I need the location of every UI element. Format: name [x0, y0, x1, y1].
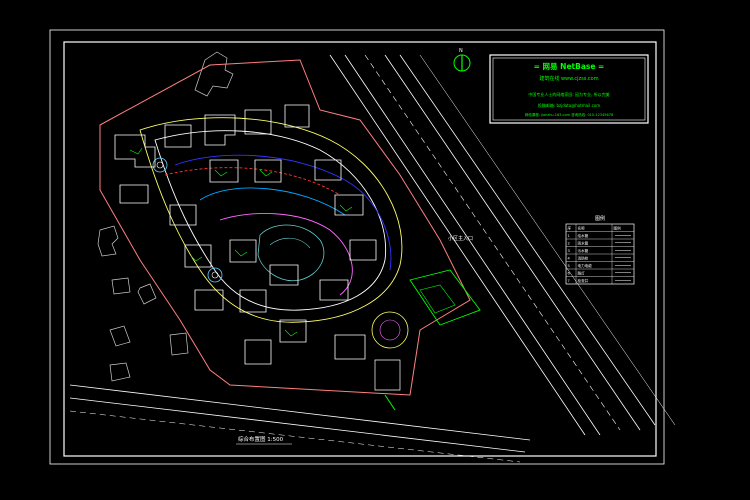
- existing-buildings: [97, 51, 234, 382]
- title-block-line4: 投稿邮箱: bzjdata@hotmail.com: [538, 102, 600, 108]
- legend-cell: 6: [568, 272, 571, 276]
- green-details: [129, 147, 353, 337]
- north-arrow-letter: N: [459, 48, 463, 54]
- legend-cell: 7: [568, 279, 570, 283]
- legend-cell: 4: [568, 257, 571, 261]
- legend-table: 图例 序 名称 图例 1 给水管 2 雨水管 3 污水管 4 消防栓 5 电力电缆 6 路灯 7 检查井: [565, 215, 635, 285]
- legend-cell: 检查井: [578, 278, 589, 283]
- legend-cell: 1: [568, 234, 570, 238]
- legend-cell: 雨水管: [578, 241, 589, 246]
- site-boundary: [99, 59, 471, 396]
- entrance-label: 小区主入口: [448, 235, 473, 242]
- legend-cell: 消防栓: [578, 256, 589, 261]
- legend-title: 图例: [595, 215, 605, 222]
- legend-cell: 给水管: [578, 233, 589, 238]
- legend-cell: 电力电缆: [578, 263, 593, 268]
- title-block-line3: 中国专业人士的网络家园: 因为专业, 所以完美: [528, 91, 609, 97]
- building-blocks: [114, 104, 377, 365]
- title-block-line2: 建筑在线 www.cjzss.com: [539, 75, 598, 82]
- central-landscape: [152, 157, 325, 283]
- outer-frame: [49, 29, 665, 465]
- legend-cell: 3: [568, 249, 570, 253]
- legend-cell: 路灯: [578, 271, 586, 276]
- drawing-title: 综合布置图 1:500: [238, 435, 284, 443]
- north-arrow: N: [453, 48, 471, 72]
- inner-frame: [63, 41, 657, 457]
- legend-cell: 5: [568, 264, 570, 268]
- legend-rows: 序 名称 图例 1 给水管 2 雨水管 3 污水管 4 消防栓 5 电力电缆 6 路灯 7 检查井: [566, 224, 634, 284]
- legend-header-cell: 序: [568, 226, 572, 231]
- entrance-plaza: [371, 269, 481, 411]
- title-block-line5: 网络课程: jianzhu.163.com 咨询热线: 010-12345678: [525, 112, 613, 117]
- legend-header-cell: 图例: [614, 226, 622, 231]
- legend-cell: 2: [568, 242, 570, 246]
- legend-header-cell: 名称: [578, 226, 586, 231]
- legend-cell: 污水管: [578, 248, 589, 253]
- internal-roads: [139, 117, 403, 323]
- title-block-line1: = 网易 NetBase =: [534, 62, 605, 71]
- main-road: [329, 54, 676, 436]
- title-block: = 网易 NetBase = 建筑在线 www.cjzss.com 中国专业人士…: [489, 54, 649, 124]
- bottom-road: [69, 384, 531, 463]
